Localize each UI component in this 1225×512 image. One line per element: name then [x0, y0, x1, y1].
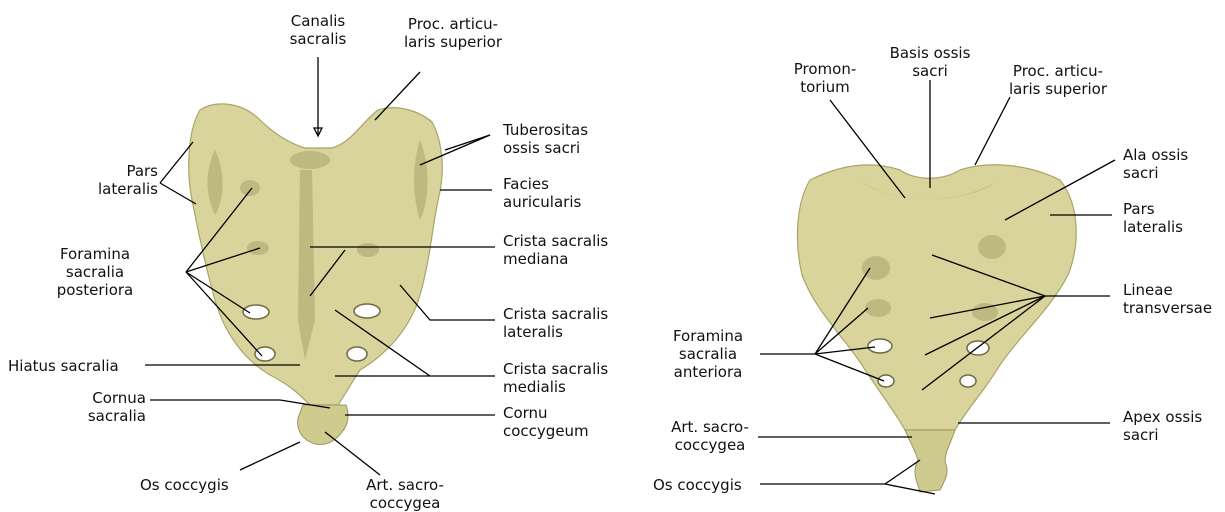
anterior-coccyx — [905, 430, 955, 492]
label-promontorium: Promon- torium — [780, 60, 870, 96]
label-apex-ossis-sacri: Apex ossis sacri — [1123, 408, 1202, 444]
label-foramina-sacralia-anteriora: Foramina sacralia anteriora — [653, 327, 763, 381]
label-os-coccygis-anterior: Os coccygis — [653, 476, 742, 494]
posterior-sacrum-illustration — [189, 104, 443, 445]
posterior-sacrum-body — [189, 104, 443, 405]
label-cornu-coccygeum: Cornu coccygeum — [503, 404, 589, 440]
label-basis-ossis-sacri: Basis ossis sacri — [880, 44, 980, 80]
anterior-sacrum-illustration — [797, 165, 1076, 492]
label-facies-auricularis: Facies auricularis — [503, 175, 581, 211]
label-crista-sacralis-mediana: Crista sacralis mediana — [503, 232, 608, 268]
label-cornua-sacralia: Cornua sacralia — [60, 389, 146, 425]
label-hiatus-sacralia: Hiatus sacralia — [8, 357, 119, 375]
label-ala-ossis-sacri: Ala ossis sacri — [1123, 146, 1188, 182]
label-proc-articularis-superior-posterior: Proc. articu- laris superior — [393, 15, 513, 51]
label-os-coccygis-posterior: Os coccygis — [140, 476, 229, 494]
posterior-coccyx — [298, 405, 348, 445]
label-tuberositas-ossis-sacri: Tuberositas ossis sacri — [503, 121, 588, 157]
label-art-sacrococcygea-anterior: Art. sacro- coccygea — [660, 418, 760, 454]
label-crista-sacralis-lateralis: Crista sacralis lateralis — [503, 305, 608, 341]
label-proc-articularis-superior-anterior: Proc. articu- laris superior — [998, 62, 1118, 98]
label-foramina-sacralia-posteriora: Foramina sacralia posteriora — [40, 245, 150, 299]
label-canalis-sacralis: Canalis sacralis — [272, 12, 364, 48]
label-crista-sacralis-medialis: Crista sacralis medialis — [503, 360, 608, 396]
label-pars-lateralis-anterior: Pars lateralis — [1123, 200, 1183, 236]
label-art-sacrococcygea-posterior: Art. sacro- coccygea — [355, 476, 455, 512]
label-lineae-transversae: Lineae transversae — [1123, 281, 1212, 317]
label-pars-lateralis-posterior: Pars lateralis — [78, 162, 158, 198]
